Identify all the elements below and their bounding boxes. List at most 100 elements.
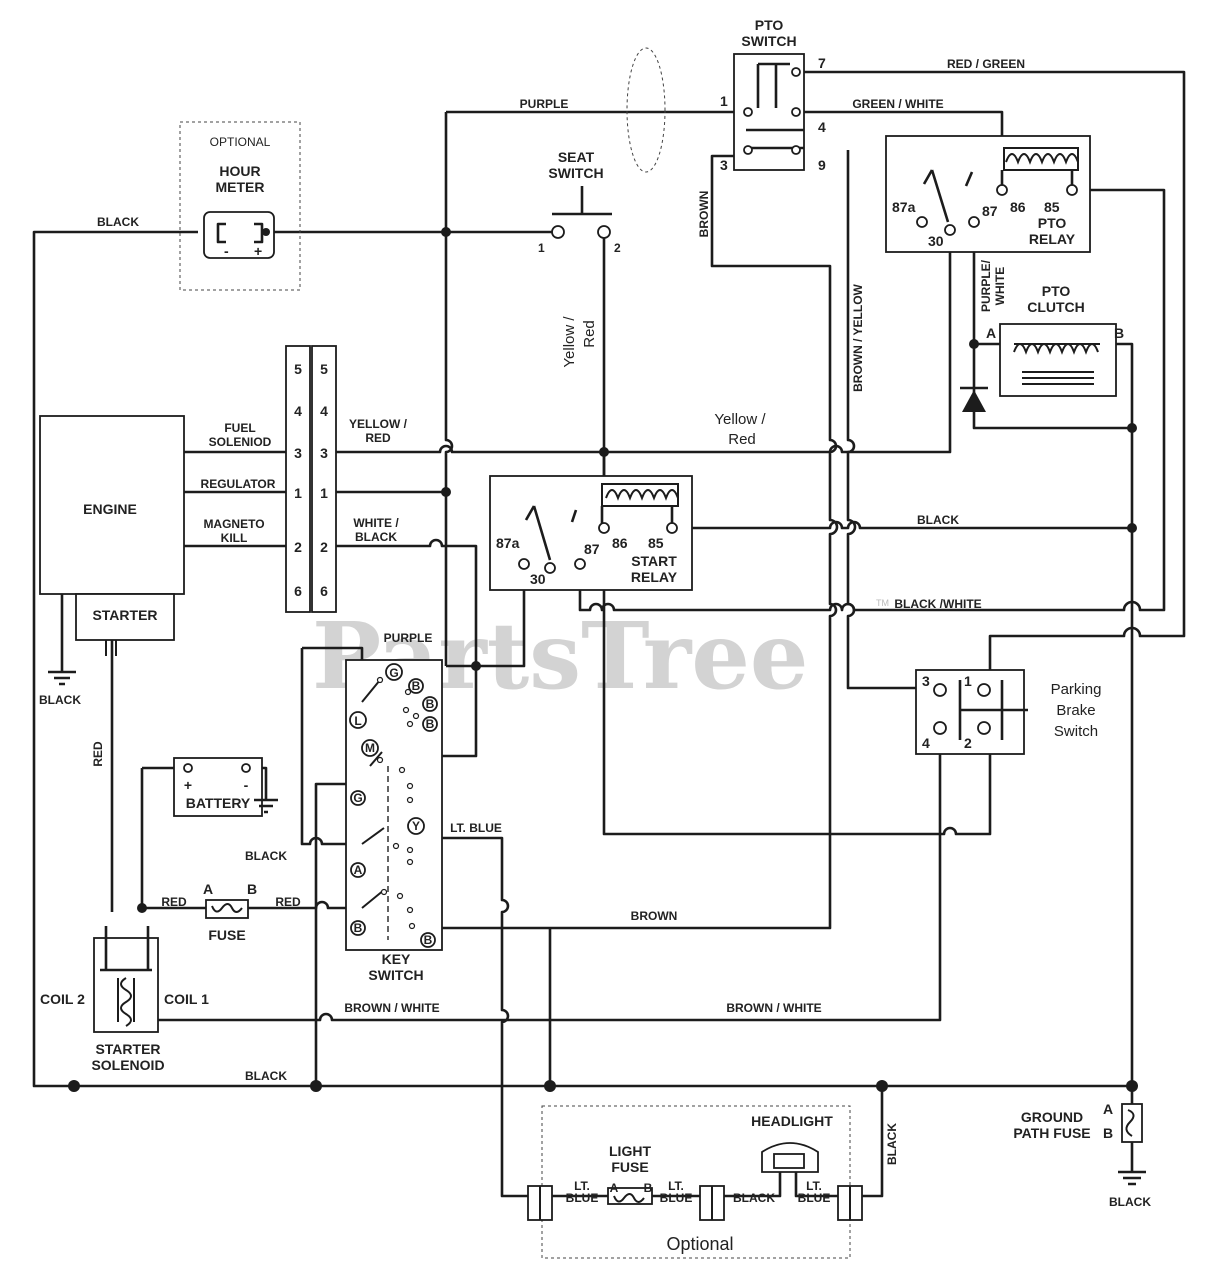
conn-right-1: 1: [320, 485, 328, 501]
ground-path-fuse: GROUND PATH FUSE A B BLACK: [1013, 1101, 1151, 1209]
key-letter-b1: B: [412, 679, 421, 693]
wire-diode: [972, 344, 1132, 430]
pto-clutch-b: B: [1114, 325, 1124, 341]
key-letter-b4: B: [354, 921, 363, 935]
fuel-label-1: FUEL: [224, 421, 255, 435]
brake-title-1: Parking: [1051, 681, 1102, 698]
pto-relay-87: 87: [982, 203, 998, 219]
black-light-label: BLACK: [733, 1191, 775, 1205]
lt-blue-1-line1: LT.: [574, 1179, 590, 1193]
wire-start-relay-30: [476, 564, 526, 668]
conn-right-6: 6: [320, 583, 328, 599]
label-lt-blue: LT. BLUE: [450, 821, 502, 835]
junctions: [68, 227, 1138, 1092]
label-yellow-red-v-1: Yellow /: [561, 316, 578, 368]
black-battery-label: BLACK: [245, 849, 287, 863]
label-white-black-2: BLACK: [355, 530, 397, 544]
seat-switch-title-2: SWITCH: [548, 165, 603, 181]
key-switch-title-2: SWITCH: [368, 967, 423, 983]
seat-pin-1: 1: [538, 241, 545, 255]
key-letter-m: M: [365, 741, 375, 755]
hour-meter: OPTIONAL HOUR METER - +: [179, 121, 301, 291]
pto-switch-title-1: PTO: [755, 17, 784, 33]
label-black-mid: BLACK: [917, 513, 959, 527]
hour-meter-title-1: HOUR: [219, 163, 260, 179]
optional-caption: Optional: [666, 1234, 733, 1254]
connector: 5 4 3 1 2 6 5 4 3 1 2 6: [285, 345, 337, 613]
coil2-label: COIL 2: [40, 991, 85, 1007]
label-black-bottom: BLACK: [245, 1069, 287, 1083]
wire-purple-bus: [444, 112, 454, 666]
label-red-right: RED: [275, 895, 301, 909]
light-fuse-a: A: [610, 1181, 619, 1195]
label-red-green: RED / GREEN: [947, 57, 1025, 71]
lt-blue-3-line1: LT.: [806, 1179, 822, 1193]
starter-solenoid: COIL 2 COIL 1 STARTER SOLENOID: [40, 926, 209, 1073]
pto-relay-87a: 87a: [892, 199, 916, 215]
seat-switch-title-1: SEAT: [558, 149, 595, 165]
battery: + - BATTERY BLACK: [173, 757, 287, 863]
fuse-title: FUSE: [208, 927, 245, 943]
start-relay-title-1: START: [631, 553, 677, 569]
label-brown-key: BROWN: [631, 909, 678, 923]
wire-key-g: [314, 782, 356, 1086]
fuse-b: B: [247, 881, 257, 897]
engine-ground-symbol: BLACK: [39, 670, 81, 707]
wire-black-white: [578, 188, 1166, 612]
pto-clutch: PTO CLUTCH A B: [986, 283, 1124, 397]
ground-fuse-b: B: [1103, 1125, 1113, 1141]
pto-clutch-a: A: [986, 325, 996, 341]
lt-blue-2-line1: LT.: [668, 1179, 684, 1193]
conn-left-4: 4: [294, 403, 302, 419]
wire-yellow-red-seat: [602, 232, 992, 836]
pto-relay-85: 85: [1044, 199, 1060, 215]
label-red-vertical: RED: [91, 741, 105, 767]
pto-switch-title-2: SWITCH: [741, 33, 796, 49]
engine: ENGINE STARTER FUEL SOLENIOD REGULATOR M…: [39, 415, 286, 656]
pto-pin-3: 3: [720, 157, 728, 173]
key-letter-a: A: [354, 863, 363, 877]
ground-fuse-title-2: PATH FUSE: [1013, 1125, 1090, 1141]
hour-meter-plus: +: [254, 243, 262, 259]
label-purple-mid: PURPLE: [384, 631, 433, 645]
fuse: A B FUSE: [203, 881, 257, 943]
conn-left-3: 3: [294, 445, 302, 461]
wire-white-black: [332, 538, 478, 666]
brake-pin-2: 2: [964, 735, 972, 751]
conn-right-3: 3: [320, 445, 328, 461]
ground-fuse-title-1: GROUND: [1021, 1109, 1083, 1125]
key-letter-l: L: [354, 714, 361, 728]
key-letter-b2: B: [426, 697, 435, 711]
black-ground-label: BLACK: [39, 693, 81, 707]
conn-left-6: 6: [294, 583, 302, 599]
wire-light-blue: [794, 1170, 838, 1198]
hour-meter-minus: -: [224, 243, 229, 259]
pto-relay-title-2: RELAY: [1029, 231, 1076, 247]
pto-pin-1: 1: [720, 93, 728, 109]
label-yellow-red-mid-1: Yellow /: [714, 411, 766, 428]
label-black-top: BLACK: [97, 215, 139, 229]
label-brown: BROWN: [697, 191, 711, 238]
label-black-vertical: BLACK: [885, 1123, 899, 1165]
label-red-left: RED: [161, 895, 187, 909]
brake-title-3: Switch: [1054, 723, 1098, 740]
label-white-black-1: WHITE /: [353, 516, 399, 530]
pto-pin-7: 7: [818, 55, 826, 71]
pto-pin-9: 9: [818, 157, 826, 173]
conn-left-1: 1: [294, 485, 302, 501]
conn-left-2: 2: [294, 539, 302, 555]
starter-solenoid-title-1: STARTER: [95, 1041, 160, 1057]
wire-brown-yellow: [846, 150, 932, 690]
seat-pin-2: 2: [614, 241, 621, 255]
starter-solenoid-title-2: SOLENOID: [91, 1057, 164, 1073]
label-green-white: GREEN / WHITE: [852, 97, 943, 111]
ground-fuse-a: A: [1103, 1101, 1113, 1117]
pto-pin-4: 4: [818, 119, 826, 135]
magneto-label-1: MAGNETO: [203, 517, 264, 531]
pto-relay: 87a 30 87 86 85 PTO RELAY: [885, 135, 1091, 253]
key-switch-title-1: KEY: [382, 951, 411, 967]
start-relay-85: 85: [648, 535, 664, 551]
label-brown-yellow: BROWN / YELLOW: [851, 283, 865, 391]
conn-left-5: 5: [294, 361, 302, 377]
